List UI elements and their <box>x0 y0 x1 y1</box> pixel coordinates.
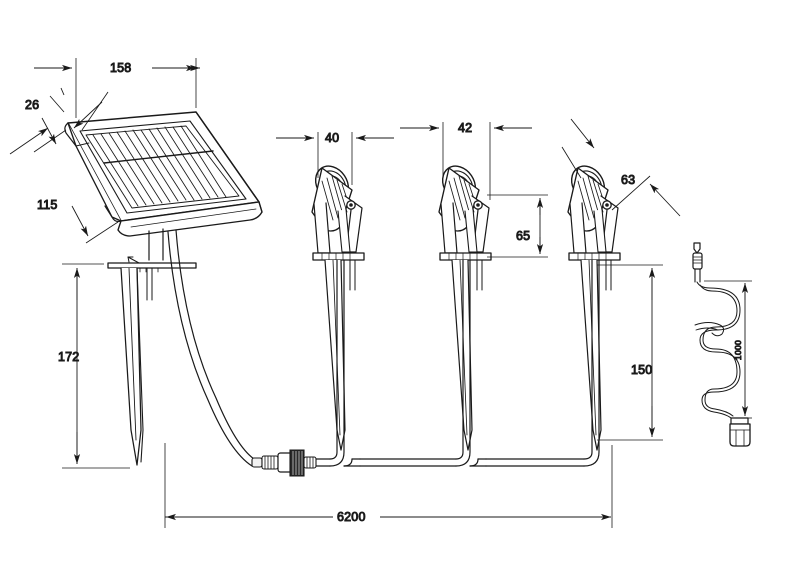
waterproof-screw-connector <box>251 449 317 477</box>
coiled-extension-cable <box>692 242 751 447</box>
solar-panel-ground-stake <box>107 256 197 466</box>
dimension-panel-width: 158 <box>34 58 200 118</box>
dimension-solar-stake-length: 172 <box>58 263 130 469</box>
dimension-label-40: 40 <box>325 131 339 145</box>
dimension-label-158: 158 <box>110 61 131 75</box>
dimension-spotlight-height: 65 <box>487 194 548 258</box>
dimension-spotlight-stake-length: 150 <box>597 264 663 441</box>
dimension-label-150: 150 <box>631 363 652 377</box>
spotlight-fixture-3 <box>567 165 621 451</box>
dimension-label-6200: 6200 <box>337 510 366 524</box>
dimension-extension-cable-length: 1000 <box>704 280 752 419</box>
dimension-label-63: 63 <box>621 173 635 187</box>
dimension-label-65: 65 <box>516 229 530 243</box>
dimension-label-42: 42 <box>458 121 472 135</box>
dimension-total-cable-length: 6200 <box>164 443 613 528</box>
spotlight-fixture-1 <box>311 165 365 451</box>
dimension-panel-depth: 115 <box>33 117 119 244</box>
extension-cable-plug <box>692 242 703 283</box>
extension-cable-socket <box>729 417 751 447</box>
dimension-label-115: 115 <box>37 198 58 212</box>
dimension-label-172: 172 <box>58 350 79 364</box>
dimension-label-1000: 1000 <box>733 340 743 360</box>
solar-panel-assembly <box>64 111 263 261</box>
daisy-chain-cable-harness <box>167 229 600 467</box>
dimension-spotlight-head-diameter: 40 <box>276 131 394 185</box>
dimension-label-26: 26 <box>25 98 39 112</box>
dimension-spotlight-body-width: 42 <box>400 121 532 200</box>
spotlight-fixture-2 <box>438 165 492 451</box>
dimension-spotlight-angled-depth: 63 <box>561 118 681 217</box>
dimension-panel-thickness: 26 <box>9 87 109 155</box>
